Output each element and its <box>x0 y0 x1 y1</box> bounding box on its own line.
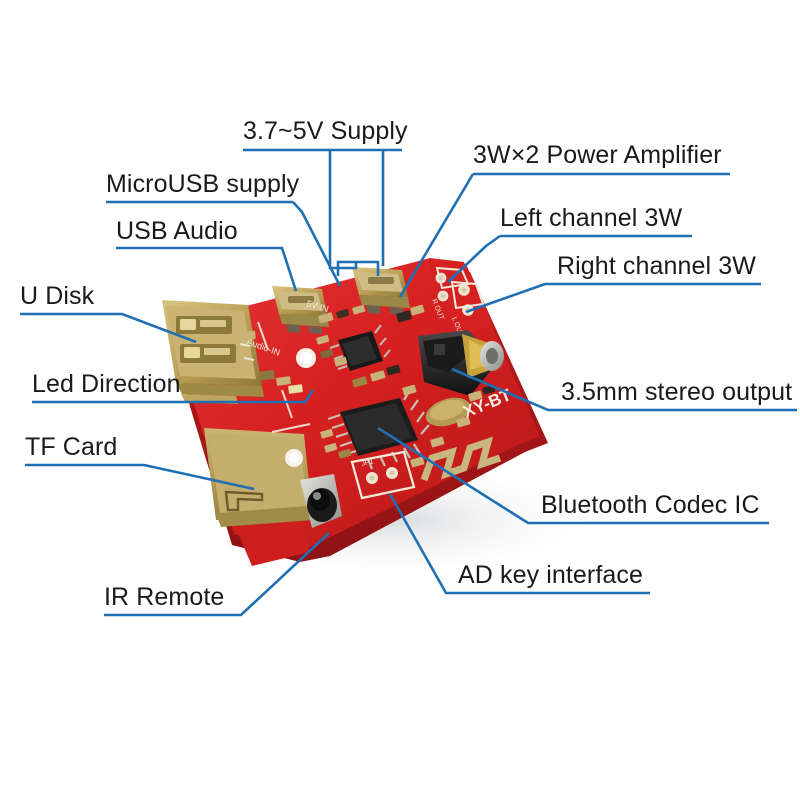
callout-ad-key-interface: AD key interface <box>458 561 644 589</box>
smd-components <box>242 304 496 468</box>
power-amplifier-chip <box>329 324 391 371</box>
callout-u-disk: U Disk <box>20 282 95 310</box>
callout-usb-audio: USB Audio <box>116 217 238 245</box>
microusb-audio-connector <box>272 286 329 334</box>
callout-led-direction: Led Direction <box>32 370 181 398</box>
callout-left-channel: Left channel 3W <box>500 204 683 232</box>
callout-power-amplifier: 3W×2 Power Amplifier <box>473 141 722 169</box>
tf-card-slot <box>204 428 313 527</box>
callout-stereo-output: 3.5mm stereo output <box>561 378 793 406</box>
svg-text:JP1: JP1 <box>361 458 374 468</box>
ir-receiver <box>300 474 342 528</box>
callout-microusb-supply: MicroUSB supply <box>106 170 300 198</box>
callout-ir-remote: IR Remote <box>104 583 225 611</box>
callout-right-channel: Right channel 3W <box>557 252 756 280</box>
callout-tf-card: TF Card <box>25 433 118 461</box>
callout-bluetooth-codec-ic: Bluetooth Codec IC <box>541 491 760 519</box>
callout-supply-voltage: 3.7~5V Supply <box>243 117 408 145</box>
